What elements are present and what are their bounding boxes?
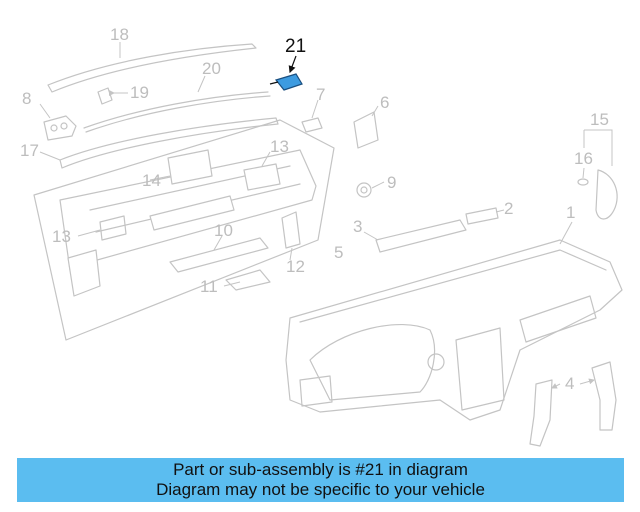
callout-14: 14 [142, 171, 161, 190]
part-carrier-assembly [59, 149, 317, 297]
part-9-grommet [356, 181, 385, 198]
callout-13-upper: 13 [270, 137, 289, 156]
subassembly-frame [33, 119, 335, 341]
part-6-mount [353, 105, 379, 149]
info-banner: Part or sub-assembly is #21 in diagram D… [17, 458, 624, 502]
callout-13-lower: 13 [52, 227, 71, 246]
callout-9: 9 [387, 173, 396, 192]
part-18-defroster-strip [47, 42, 257, 93]
part-11-bracket [223, 269, 271, 291]
part-1-instrument-panel [285, 221, 623, 421]
banner-line-1: Part or sub-assembly is #21 in diagram [173, 460, 468, 479]
part-17-duct-strip [39, 117, 279, 169]
callout-6: 6 [380, 93, 389, 112]
part-3-bracket [363, 219, 467, 253]
callout-12: 12 [286, 257, 305, 276]
callout-19: 19 [130, 83, 149, 102]
part-7-small-bracket [301, 99, 323, 133]
parts-diagram: 21 18 20 19 8 7 6 17 13 14 9 15 16 13 10… [20, 25, 623, 447]
callout-11: 11 [200, 277, 218, 296]
part-20-seal [83, 75, 271, 133]
part-21-highlighted [269, 55, 303, 91]
part-19-clip [97, 87, 128, 105]
part-12-bracket [281, 211, 301, 261]
callout-2: 2 [504, 199, 513, 218]
callout-18: 18 [110, 25, 129, 44]
part-16-clip [577, 167, 589, 186]
callout-10: 10 [214, 221, 233, 240]
part-10-bracket [169, 235, 269, 273]
callout-15: 15 [590, 110, 609, 129]
part-2-bracket [465, 207, 505, 225]
part-4-side-ducts [529, 361, 617, 447]
callout-8: 8 [22, 89, 31, 108]
callout-7: 7 [316, 85, 325, 104]
callout-17: 17 [20, 141, 39, 160]
callout-21: 21 [285, 36, 306, 57]
part-15-side-vent [583, 129, 618, 220]
part-8-bracket [39, 103, 77, 141]
callout-16: 16 [574, 149, 593, 168]
callout-20: 20 [202, 59, 221, 78]
callout-1: 1 [566, 203, 575, 222]
callout-4: 4 [565, 374, 574, 393]
callout-5: 5 [334, 243, 343, 262]
callout-3: 3 [353, 217, 362, 236]
banner-line-2: Diagram may not be specific to your vehi… [156, 480, 485, 499]
